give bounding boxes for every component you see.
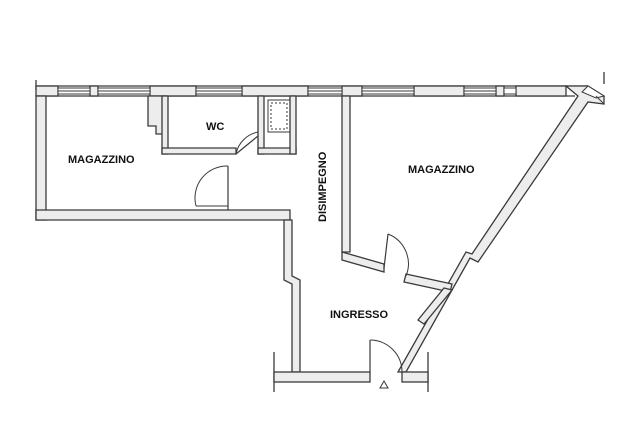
- left-room-walls: [35, 95, 291, 221]
- label-magazzino-right: MAGAZZINO: [408, 164, 475, 176]
- label-disimpegno: DISIMPEGNO: [317, 151, 329, 222]
- bottom-wall: [273, 352, 429, 392]
- label-magazzino-left: MAGAZZINO: [68, 154, 135, 166]
- windows: [57, 87, 517, 95]
- door-wc: [235, 131, 259, 155]
- wc-walls: [161, 95, 297, 155]
- label-ingresso: INGRESSO: [330, 309, 389, 321]
- door-right-magazzino: [383, 233, 409, 277]
- diagonal-wall: [396, 85, 606, 373]
- label-wc: WC: [206, 121, 224, 133]
- door-entrance: [369, 339, 403, 373]
- door-left-magazzino: [194, 165, 229, 210]
- entrance-arrow-icon: [379, 379, 389, 389]
